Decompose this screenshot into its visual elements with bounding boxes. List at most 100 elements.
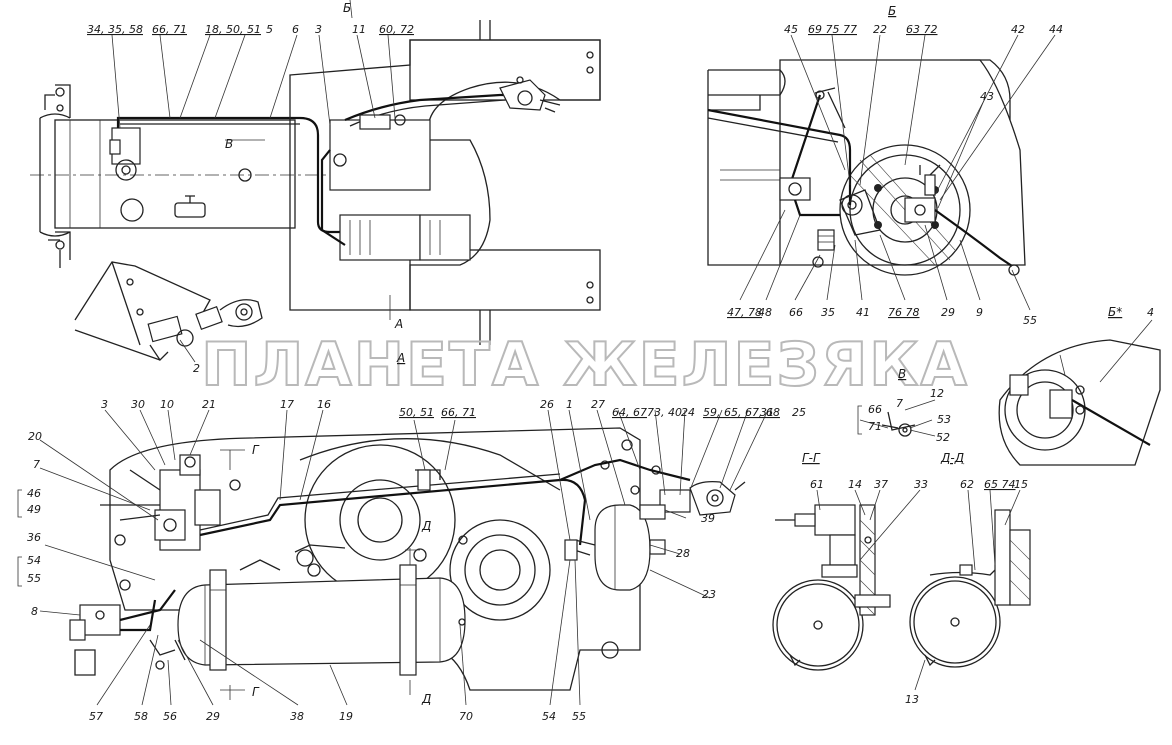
label-54: 54 xyxy=(27,554,41,567)
label-10: 10 xyxy=(160,398,174,411)
label-31: 31 xyxy=(760,406,774,419)
label-17: 17 xyxy=(280,398,294,411)
label-49: 49 xyxy=(27,503,41,516)
label-3: 3 xyxy=(315,23,322,36)
label-13: 13 xyxy=(905,693,919,706)
label-58: 58 xyxy=(134,710,148,723)
label-18-50-51: 18, 50, 51 xyxy=(205,23,261,36)
watermark: ПЛАНЕТА ЖЕЛЕЗЯКА xyxy=(201,330,969,400)
label-23: 23 xyxy=(702,588,716,601)
label-45: 45 xyxy=(784,23,798,36)
label-57: 57 xyxy=(89,710,103,723)
label-33: 33 xyxy=(914,478,928,491)
section-mark-g-top: Г xyxy=(252,443,260,457)
side-view-a-drawing xyxy=(69,427,746,691)
view-v-drawing xyxy=(881,411,916,437)
label-59-65-67-68: 59, 65, 67, 68 xyxy=(703,406,780,419)
label-55: 55 xyxy=(1023,314,1037,327)
arrow-label-v: В xyxy=(225,137,233,151)
section-title-g-g: Г-Г xyxy=(802,451,821,465)
label-26: 26 xyxy=(540,398,554,411)
label-76-78: 76 78 xyxy=(888,306,920,319)
section-title-d-d: Д-Д xyxy=(940,451,964,465)
label-63-72: 63 72 xyxy=(906,23,938,36)
label-71-v: 71 xyxy=(868,420,882,433)
arrow-label-a: А xyxy=(394,317,403,331)
section-d-d-drawing xyxy=(909,509,1031,668)
label-44: 44 xyxy=(1049,23,1063,36)
label-56: 56 xyxy=(163,710,177,723)
label-27: 27 xyxy=(591,398,605,411)
label-60-72: 60, 72 xyxy=(379,23,414,36)
view-label-b: Б xyxy=(888,4,896,18)
label-69-75-77: 69 75 77 xyxy=(808,23,857,36)
label-66-v: 66 xyxy=(868,403,882,416)
label-54-bottom: 54 xyxy=(542,710,556,723)
label-11: 11 xyxy=(352,23,366,36)
label-1: 1 xyxy=(566,398,573,411)
view-label-b-star: Б* xyxy=(1108,305,1122,319)
callout-labels: 34, 35, 58 66, 71 18, 50, 51 5 6 3 11 60… xyxy=(27,1,1154,723)
label-28: 28 xyxy=(676,547,690,560)
label-70: 70 xyxy=(459,710,473,723)
label-42: 42 xyxy=(1011,23,1025,36)
label-47-78: 47, 78 xyxy=(727,306,762,319)
label-12: 12 xyxy=(930,387,944,400)
label-62: 62 xyxy=(960,478,974,491)
label-25: 25 xyxy=(792,406,806,419)
view-label-v: В xyxy=(898,367,906,381)
label-6: 6 xyxy=(292,23,299,36)
label-66: 66 xyxy=(789,306,803,319)
label-39: 39 xyxy=(701,512,715,525)
section-mark-d-bottom: Д xyxy=(421,692,431,706)
view-b-star-drawing xyxy=(998,339,1161,466)
label-8: 8 xyxy=(31,605,38,618)
label-19: 19 xyxy=(339,710,353,723)
label-35: 35 xyxy=(821,306,835,319)
label-2: 2 xyxy=(193,362,200,375)
label-29-bottom: 29 xyxy=(206,710,220,723)
label-61: 61 xyxy=(810,478,824,491)
label-7: 7 xyxy=(33,458,40,471)
view-b-drawing xyxy=(707,59,1026,276)
label-24: 24 xyxy=(681,406,695,419)
section-g-g-drawing xyxy=(772,504,891,671)
label-7-v: 7 xyxy=(896,397,903,410)
detail-2-drawing xyxy=(74,261,263,362)
label-50-51: 50, 51 xyxy=(399,406,434,419)
leader-lines xyxy=(39,0,1153,706)
section-mark-d-top: Д xyxy=(421,519,431,533)
label-16: 16 xyxy=(317,398,331,411)
label-15: 15 xyxy=(1014,478,1028,491)
label-29: 29 xyxy=(941,306,955,319)
label-38: 38 xyxy=(290,710,304,723)
label-52: 52 xyxy=(936,431,950,444)
label-30: 30 xyxy=(131,398,145,411)
label-64-67: 64, 67 xyxy=(612,406,647,419)
section-mark-g-bottom: Г xyxy=(252,685,260,699)
label-66-71-bottom: 66, 71 xyxy=(441,406,476,419)
label-48: 48 xyxy=(758,306,772,319)
label-34-35-58: 34, 35, 58 xyxy=(87,23,143,36)
view-label-a: А xyxy=(396,351,405,365)
label-21: 21 xyxy=(202,398,216,411)
label-55-left: 55 xyxy=(27,572,41,585)
label-66-71: 66, 71 xyxy=(152,23,187,36)
label-4: 4 xyxy=(1147,306,1154,319)
label-5: 5 xyxy=(266,23,273,36)
label-3-bottom: 3 xyxy=(101,398,108,411)
label-20: 20 xyxy=(28,430,42,443)
label-37: 37 xyxy=(874,478,888,491)
label-73-40: 73, 40 xyxy=(647,406,682,419)
top-view-drawing xyxy=(30,20,601,345)
label-41: 41 xyxy=(856,306,870,319)
label-36: 36 xyxy=(27,531,41,544)
label-46: 46 xyxy=(27,487,41,500)
arrow-label-b: Б xyxy=(343,1,351,15)
label-43: 43 xyxy=(980,90,994,103)
label-53: 53 xyxy=(937,413,951,426)
label-65-74: 65 74 xyxy=(984,478,1016,491)
label-55-bottom: 55 xyxy=(572,710,586,723)
label-14: 14 xyxy=(848,478,862,491)
